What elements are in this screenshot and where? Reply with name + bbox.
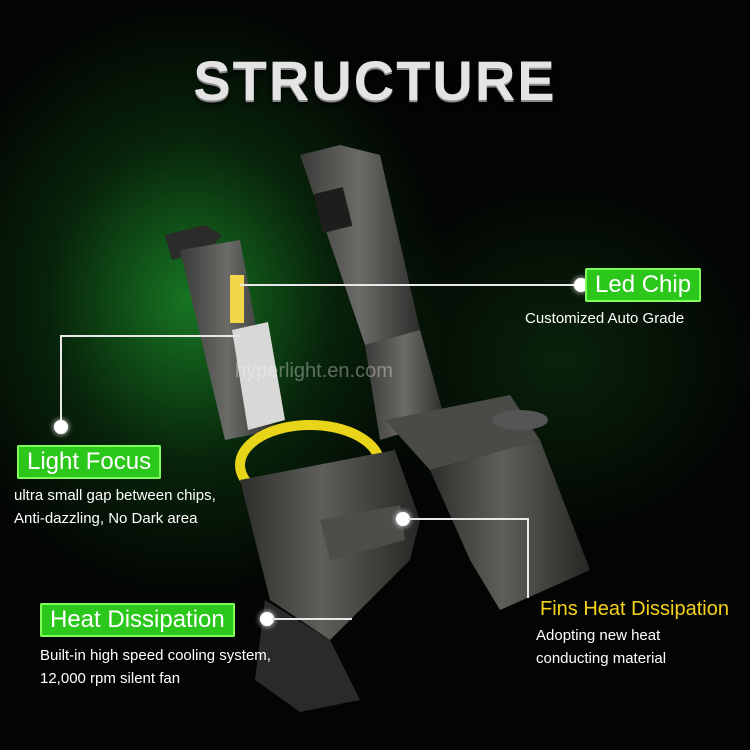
led-chip-label: Led Chip bbox=[585, 268, 702, 302]
light-focus-dot bbox=[54, 420, 68, 434]
heat-dissipation-dot bbox=[260, 612, 274, 626]
light-focus-desc-line-1: ultra small gap between chips, bbox=[14, 487, 216, 504]
led-chip-desc: Customized Auto Grade bbox=[525, 310, 685, 327]
watermark: hyperlight.en.com bbox=[235, 360, 393, 382]
fins-leader-v bbox=[527, 518, 529, 598]
light-focus-desc: ultra small gap between chips, Anti-dazz… bbox=[14, 484, 216, 530]
fins-desc-line-2: conducting material bbox=[536, 650, 667, 667]
left-bulb bbox=[165, 225, 420, 712]
led-chip-leader-line bbox=[240, 284, 580, 286]
heat-dissipation-label: Heat Dissipation bbox=[40, 603, 235, 637]
fins-label: Fins Heat Dissipation bbox=[540, 598, 729, 620]
light-focus-leader-v bbox=[60, 335, 62, 425]
heat-dissipation-desc: Built-in high speed cooling system, 12,0… bbox=[40, 644, 271, 690]
light-focus-leader-h bbox=[60, 335, 240, 337]
page-title: STRUCTURE bbox=[193, 49, 557, 112]
light-focus-desc-line-2: Anti-dazzling, No Dark area bbox=[14, 510, 198, 527]
fins-leader-h bbox=[408, 518, 528, 520]
led-chip-shape bbox=[230, 275, 244, 323]
fins-dot bbox=[396, 512, 410, 526]
right-bulb bbox=[300, 145, 590, 610]
heat-dissipation-desc-line-2: 12,000 rpm silent fan bbox=[40, 670, 181, 687]
fins-desc-line-1: Adopting new heat bbox=[536, 627, 661, 644]
heat-dissipation-leader-line bbox=[272, 618, 352, 620]
fins-desc: Adopting new heat conducting material bbox=[536, 624, 666, 670]
light-focus-label: Light Focus bbox=[17, 445, 162, 479]
led-chip-dot bbox=[574, 278, 588, 292]
heat-dissipation-desc-line-1: Built-in high speed cooling system, bbox=[40, 647, 271, 664]
